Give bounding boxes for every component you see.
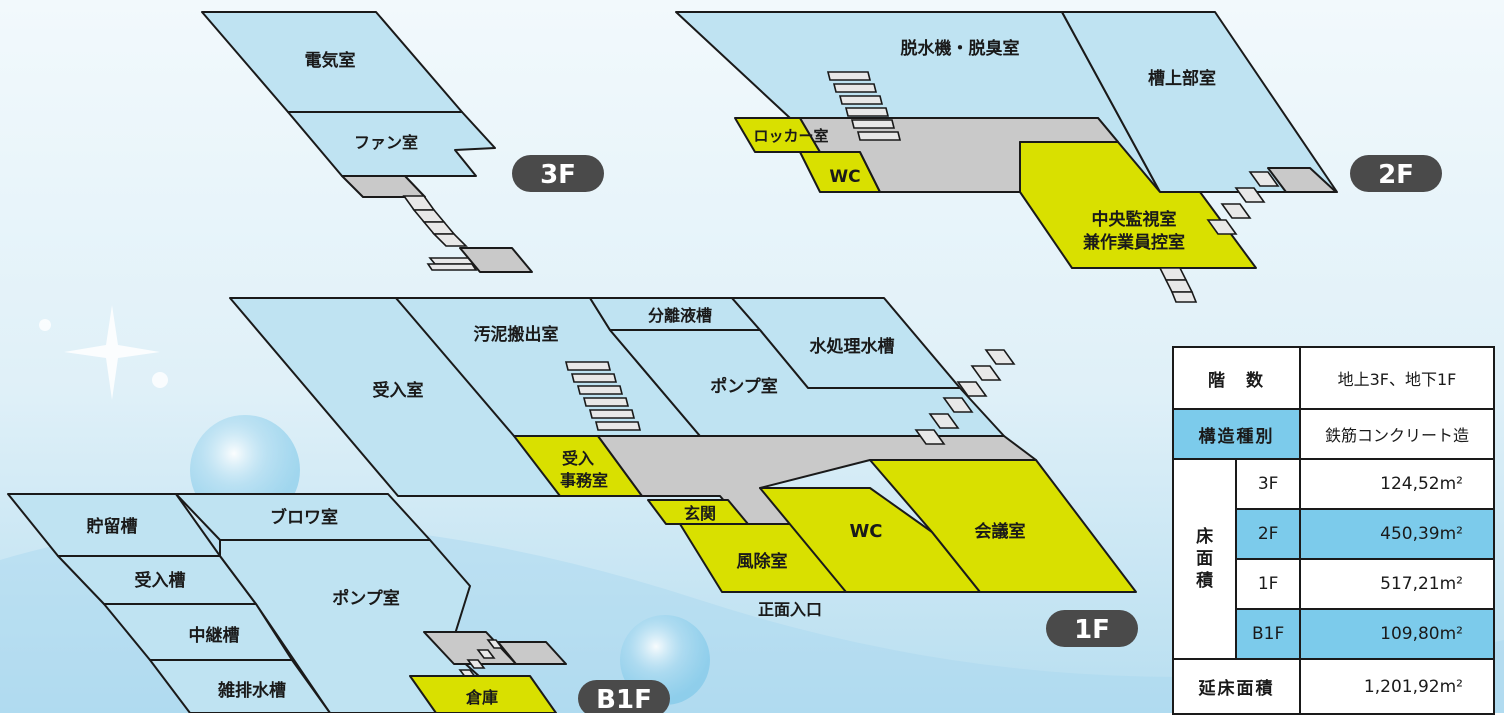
svg-text:2F: 2F — [1378, 160, 1414, 190]
room-pump-b1-label: ポンプ室 — [332, 588, 400, 609]
area-floor-b1f: B1F — [1235, 608, 1301, 660]
room-drain-tank-label: 雑排水槽 — [217, 680, 286, 701]
floor-area-label: 床 面 積 — [1171, 458, 1238, 660]
badge-3f: 3F — [512, 155, 604, 192]
bubble-decoration — [39, 319, 51, 331]
room-entrance-label: 玄関 — [684, 504, 716, 523]
area-value-2f: 450,39m² — [1298, 508, 1496, 560]
area-floor-1f: 1F — [1235, 558, 1301, 610]
floors-label: 階 数 — [1172, 346, 1301, 410]
floor-2f: 脱水機・脱臭室 槽上部室 ロッカー室 WC 中央監視室 兼作業員控室 — [675, 11, 1338, 303]
room-drain-tank — [149, 659, 331, 713]
room-meeting-label: 会議室 — [975, 521, 1026, 542]
stair-1f-center — [564, 361, 642, 431]
floor-area-char: 床 — [1196, 527, 1214, 547]
room-windbreak-label: 風除室 — [737, 551, 788, 572]
total-area-label: 延床面積 — [1172, 658, 1301, 715]
room-meeting — [869, 459, 1137, 593]
room-wc-1f-label: WC — [849, 521, 882, 542]
badge-b1f: B1F — [578, 680, 670, 713]
room-blower-label: ブロワ室 — [270, 507, 338, 528]
room-relay-tank-label: 中継槽 — [189, 625, 240, 646]
room-pump-b1 — [219, 539, 521, 713]
room-wc-2f-label: WC — [829, 167, 860, 187]
svg-text:1F: 1F — [1074, 615, 1110, 645]
room-storage-tank-label: 貯留槽 — [87, 516, 138, 537]
room-receiving-tank-label: 受入槽 — [135, 570, 186, 591]
room-office-label-1: 受入 — [562, 449, 594, 468]
area-value-b1f: 109,80m² — [1298, 608, 1496, 660]
room-office-label-2: 事務室 — [560, 471, 608, 490]
badge-2f: 2F — [1350, 155, 1442, 192]
front-entrance-label: 正面入口 — [758, 600, 822, 619]
total-area-value: 1,201,92m² — [1298, 658, 1496, 715]
floor-area-char: 面 — [1196, 549, 1214, 569]
structure-value: 鉄筋コンクリート造 — [1298, 408, 1496, 460]
room-electric-label: 電気室 — [305, 50, 356, 71]
room-control-label-2: 兼作業員控室 — [1083, 232, 1185, 253]
sparkle-decoration — [64, 305, 160, 400]
room-control-label-1: 中央監視室 — [1092, 209, 1177, 230]
stair-3f — [402, 195, 533, 273]
area-value-3f: 124,52m² — [1298, 458, 1496, 510]
floors-value: 地上3F、地下1F — [1298, 346, 1496, 410]
room-sludge-label: 汚泥搬出室 — [474, 324, 559, 345]
svg-text:B1F: B1F — [596, 685, 652, 713]
svg-text:3F: 3F — [540, 160, 576, 190]
building-info-table: 階 数 地上3F、地下1F 構造種別 鉄筋コンクリート造 床 面 積 3F 12… — [1171, 346, 1496, 715]
stair-b1 — [458, 639, 567, 679]
room-fan-label: ファン室 — [354, 133, 418, 152]
stair-2f-right — [1158, 167, 1337, 303]
room-separation-label: 分離液槽 — [648, 306, 712, 325]
room-tank-upper-label: 槽上部室 — [1148, 68, 1216, 89]
badge-1f: 1F — [1046, 610, 1138, 647]
floor-1f: 受入室 汚泥搬出室 分離液槽 水処理水槽 ポンプ室 受入 事務室 玄関 風除室 … — [229, 297, 1137, 619]
stair-1f-right — [914, 349, 1016, 445]
room-dehydrator-label: 脱水機・脱臭室 — [901, 38, 1020, 59]
room-receiving-label: 受入室 — [373, 380, 424, 401]
structure-label: 構造種別 — [1172, 408, 1301, 460]
floor-3f: 電気室 ファン室 — [201, 11, 533, 273]
room-water-tank-label: 水処理水槽 — [810, 336, 895, 357]
room-pump-1f-label: ポンプ室 — [710, 376, 778, 397]
room-locker-label: ロッカー室 — [753, 127, 828, 145]
floor-b1f: 貯留槽 ブロワ室 受入槽 ポンプ室 中継槽 雑排水槽 倉庫 — [7, 493, 567, 713]
area-floor-3f: 3F — [1235, 458, 1301, 510]
stair-2f-left — [826, 71, 902, 141]
area-floor-2f: 2F — [1235, 508, 1301, 560]
room-warehouse — [409, 675, 557, 713]
room-warehouse-label: 倉庫 — [465, 688, 498, 707]
area-value-1f: 517,21m² — [1298, 558, 1496, 610]
floor-area-char: 積 — [1196, 571, 1214, 591]
bubble-decoration — [152, 372, 168, 388]
